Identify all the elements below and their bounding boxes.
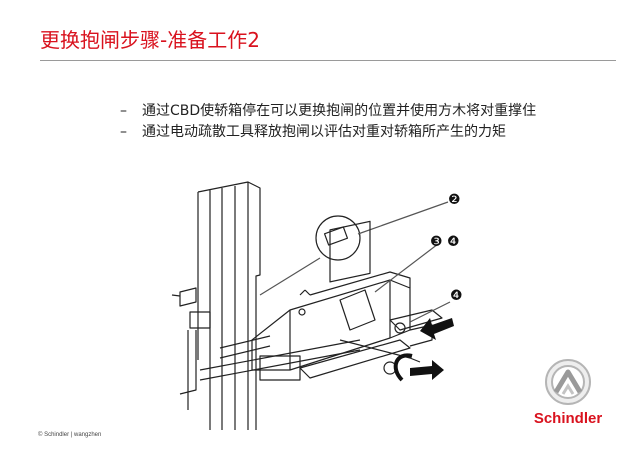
rotate-arrow [393, 353, 413, 382]
bullet-text: 通过电动疏散工具释放抱闸以评估对重对轿箱所产生的力矩 [142, 124, 506, 140]
title-divider [40, 60, 616, 61]
bullet-item: – 通过CBD使轿箱停在可以更换抱闸的位置并使用方木将对重撑住 [120, 102, 600, 121]
bolt-detail [315, 215, 361, 261]
bullet-marker: – [120, 124, 127, 140]
bullet-marker: – [120, 103, 127, 119]
leader-line [259, 257, 321, 296]
footer-text: © Schindler | wangzhen [38, 432, 102, 438]
logo-icon [545, 359, 591, 405]
guide-rail [197, 181, 261, 430]
bullet-item: – 通过电动疏散工具释放抱闸以评估对重对轿箱所产生的力矩 [120, 123, 600, 142]
release-arrow [410, 360, 444, 380]
callout-2: ❷ [448, 192, 461, 208]
callout-4: ❹ [450, 288, 463, 304]
brake-assembly [199, 220, 443, 381]
schindler-logo: Schindler [520, 356, 616, 432]
logo-text: Schindler [533, 410, 603, 427]
bullet-list: – 通过CBD使轿箱停在可以更换抱闸的位置并使用方木将对重撑住 – 通过电动疏散… [120, 102, 600, 144]
callout-3-4: ❸ ❹ [430, 234, 460, 250]
brake-diagram: ❷ ❸ ❹ ❹ [171, 181, 463, 430]
slide-title: 更换抱闸步骤-准备工作2 [40, 28, 260, 52]
bullet-text: 通过CBD使轿箱停在可以更换抱闸的位置并使用方木将对重撑住 [142, 103, 537, 119]
push-arrow [420, 318, 454, 340]
